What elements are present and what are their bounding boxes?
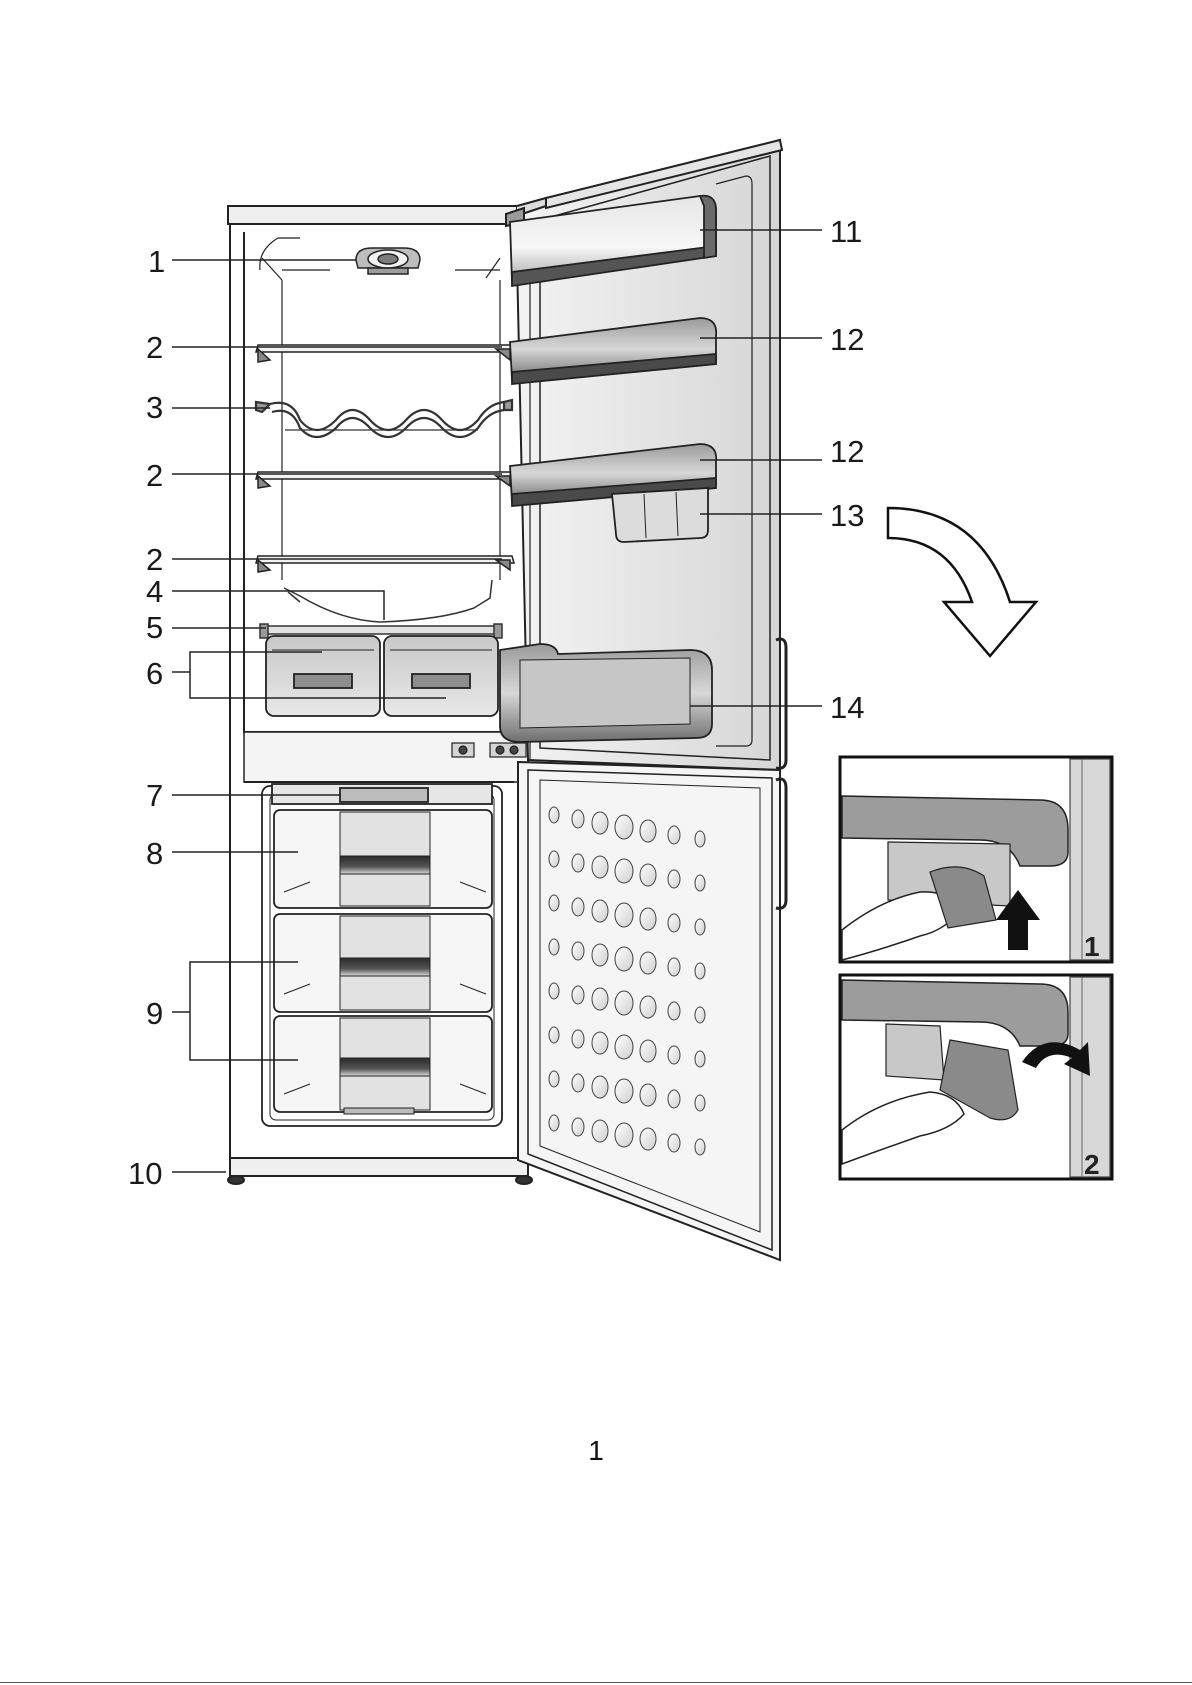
- callout-3: 3: [146, 390, 163, 425]
- dimple: [695, 963, 705, 979]
- dimple: [615, 815, 633, 839]
- callout-2c: 2: [146, 542, 163, 577]
- dimple: [572, 1074, 584, 1092]
- dimple: [640, 952, 656, 974]
- inset-step-1-number: 1: [1084, 931, 1100, 962]
- dimple: [592, 856, 608, 878]
- callout-12b: 12: [830, 434, 864, 469]
- dimple: [668, 914, 680, 932]
- dimple: [695, 1095, 705, 1111]
- bottle-rack: [256, 400, 512, 437]
- dimple: [695, 831, 705, 847]
- dimple: [640, 1084, 656, 1106]
- dimple: [640, 864, 656, 886]
- dimple: [592, 988, 608, 1010]
- dimple: [572, 854, 584, 872]
- dimple: [615, 903, 633, 927]
- dimple: [549, 1071, 559, 1087]
- callout-12a: 12: [830, 322, 864, 357]
- dimple: [695, 919, 705, 935]
- callout-13: 13: [830, 498, 864, 533]
- glass-shelves: [256, 345, 514, 572]
- dimple: [640, 1040, 656, 1062]
- dimple: [592, 1120, 608, 1142]
- dimple: [668, 870, 680, 888]
- callout-5: 5: [146, 610, 163, 645]
- dimple: [549, 1027, 559, 1043]
- dimple: [695, 1051, 705, 1067]
- dimple: [615, 859, 633, 883]
- dimple: [695, 1007, 705, 1023]
- dimple: [640, 996, 656, 1018]
- instruction-arrow: [888, 508, 1036, 656]
- dimple: [615, 1079, 633, 1103]
- inset-step-1: 1: [840, 757, 1112, 962]
- dimple: [668, 1046, 680, 1064]
- dimple: [668, 1134, 680, 1152]
- dimple: [695, 1139, 705, 1155]
- dimple: [668, 826, 680, 844]
- callout-4: 4: [146, 574, 163, 609]
- dimple: [640, 908, 656, 930]
- crisper-bins: [266, 636, 498, 716]
- bottom-rule: [0, 1682, 1192, 1683]
- dimple: [572, 986, 584, 1004]
- dimple: [695, 875, 705, 891]
- dimple: [572, 942, 584, 960]
- dimple: [668, 1002, 680, 1020]
- dimple: [615, 947, 633, 971]
- dimple: [592, 1032, 608, 1054]
- callout-6: 6: [146, 656, 163, 691]
- freezer-drawers: [272, 784, 492, 1114]
- callout-14: 14: [830, 690, 864, 725]
- dimple: [549, 851, 559, 867]
- callout-8: 8: [146, 836, 163, 871]
- inset-step-2: 2: [840, 975, 1112, 1180]
- dimple: [592, 900, 608, 922]
- callout-2b: 2: [146, 458, 163, 493]
- dimple: [549, 807, 559, 823]
- dimple: [615, 991, 633, 1015]
- dimple: [549, 939, 559, 955]
- dimple: [549, 1115, 559, 1131]
- dimple: [640, 820, 656, 842]
- interior-light: [356, 248, 420, 274]
- crisper-cover: [260, 580, 502, 638]
- dimple: [640, 1128, 656, 1150]
- callout-1: 1: [148, 244, 165, 279]
- dimple: [549, 983, 559, 999]
- dimple: [592, 1076, 608, 1098]
- dimple: [615, 1123, 633, 1147]
- callout-9: 9: [146, 996, 163, 1031]
- dimple: [572, 810, 584, 828]
- callout-2a: 2: [146, 330, 163, 365]
- dimple: [668, 1090, 680, 1108]
- dimple: [572, 1118, 584, 1136]
- dimple: [668, 958, 680, 976]
- inset-step-2-number: 2: [1084, 1149, 1100, 1180]
- dimple: [615, 1035, 633, 1059]
- dimple: [572, 1030, 584, 1048]
- dimple: [592, 944, 608, 966]
- dimple: [592, 812, 608, 834]
- callout-11: 11: [830, 214, 862, 249]
- callout-7: 7: [146, 778, 163, 813]
- callout-10: 10: [128, 1156, 162, 1191]
- dimple: [572, 898, 584, 916]
- dimple: [549, 895, 559, 911]
- page-number: 1: [0, 1435, 1192, 1467]
